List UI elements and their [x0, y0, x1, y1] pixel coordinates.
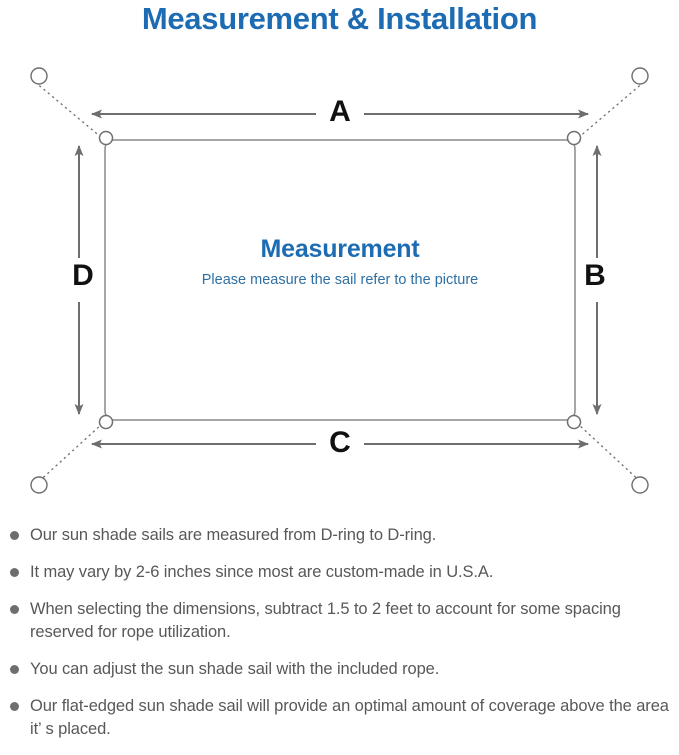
list-item: When selecting the dimensions, subtract … [0, 598, 679, 644]
d-ring-top-left [98, 130, 114, 146]
dimension-label-d: D [72, 259, 94, 292]
page-title: Measurement & Installation [141, 1, 538, 36]
note-text: Our flat-edged sun shade sail will provi… [30, 697, 669, 738]
note-text: Our sun shade sails are measured from D-… [30, 526, 437, 544]
list-item: You can adjust the sun shade sail with t… [0, 658, 679, 681]
rope-line-top-right [577, 81, 645, 139]
dimension-arrows [74, 109, 602, 449]
mounting-post-bottom-right [631, 476, 649, 494]
dimension-label-c: C [329, 426, 351, 459]
note-text: It may vary by 2-6 inches since most are… [30, 563, 494, 581]
note-text: When selecting the dimensions, subtract … [30, 600, 621, 641]
list-item: Our sun shade sails are measured from D-… [0, 524, 679, 547]
d-ring-top-right [566, 130, 582, 146]
d-ring-bottom-left [98, 414, 114, 430]
rope-lines [34, 81, 645, 486]
mounting-post-bottom-left [30, 476, 48, 494]
sail-diagram: A B C D Measurement Please measure the s… [0, 48, 679, 518]
sail-diagram-svg [30, 67, 649, 494]
center-subheading: Please measure the sail refer to the pic… [201, 272, 479, 288]
mounting-posts [30, 67, 649, 494]
note-text: You can adjust the sun shade sail with t… [30, 660, 440, 678]
d-rings [98, 130, 582, 430]
sail-body [104, 139, 576, 421]
bullet-icon [10, 605, 19, 614]
dimension-label-a: A [329, 95, 351, 128]
bullet-icon [10, 531, 19, 540]
sail-center-caption: Measurement Please measure the sail refe… [105, 233, 575, 291]
bullet-icon [10, 702, 19, 711]
d-ring-bottom-right [566, 414, 582, 430]
list-item: It may vary by 2-6 inches since most are… [0, 561, 679, 584]
bullet-icon [10, 568, 19, 577]
rope-line-bottom-right [577, 423, 645, 486]
rope-line-bottom-left [34, 423, 103, 486]
rope-line-top-left [34, 81, 103, 139]
list-item: Our flat-edged sun shade sail will provi… [0, 695, 679, 741]
bullet-icon [10, 665, 19, 674]
center-heading: Measurement [260, 235, 420, 263]
mounting-post-top-right [631, 67, 649, 85]
notes-list: Our sun shade sails are measured from D-… [0, 524, 679, 755]
measurement-installation-page: Measurement & Installation [0, 1, 679, 738]
mounting-post-top-left [30, 67, 48, 85]
dimension-label-b: B [584, 259, 606, 292]
